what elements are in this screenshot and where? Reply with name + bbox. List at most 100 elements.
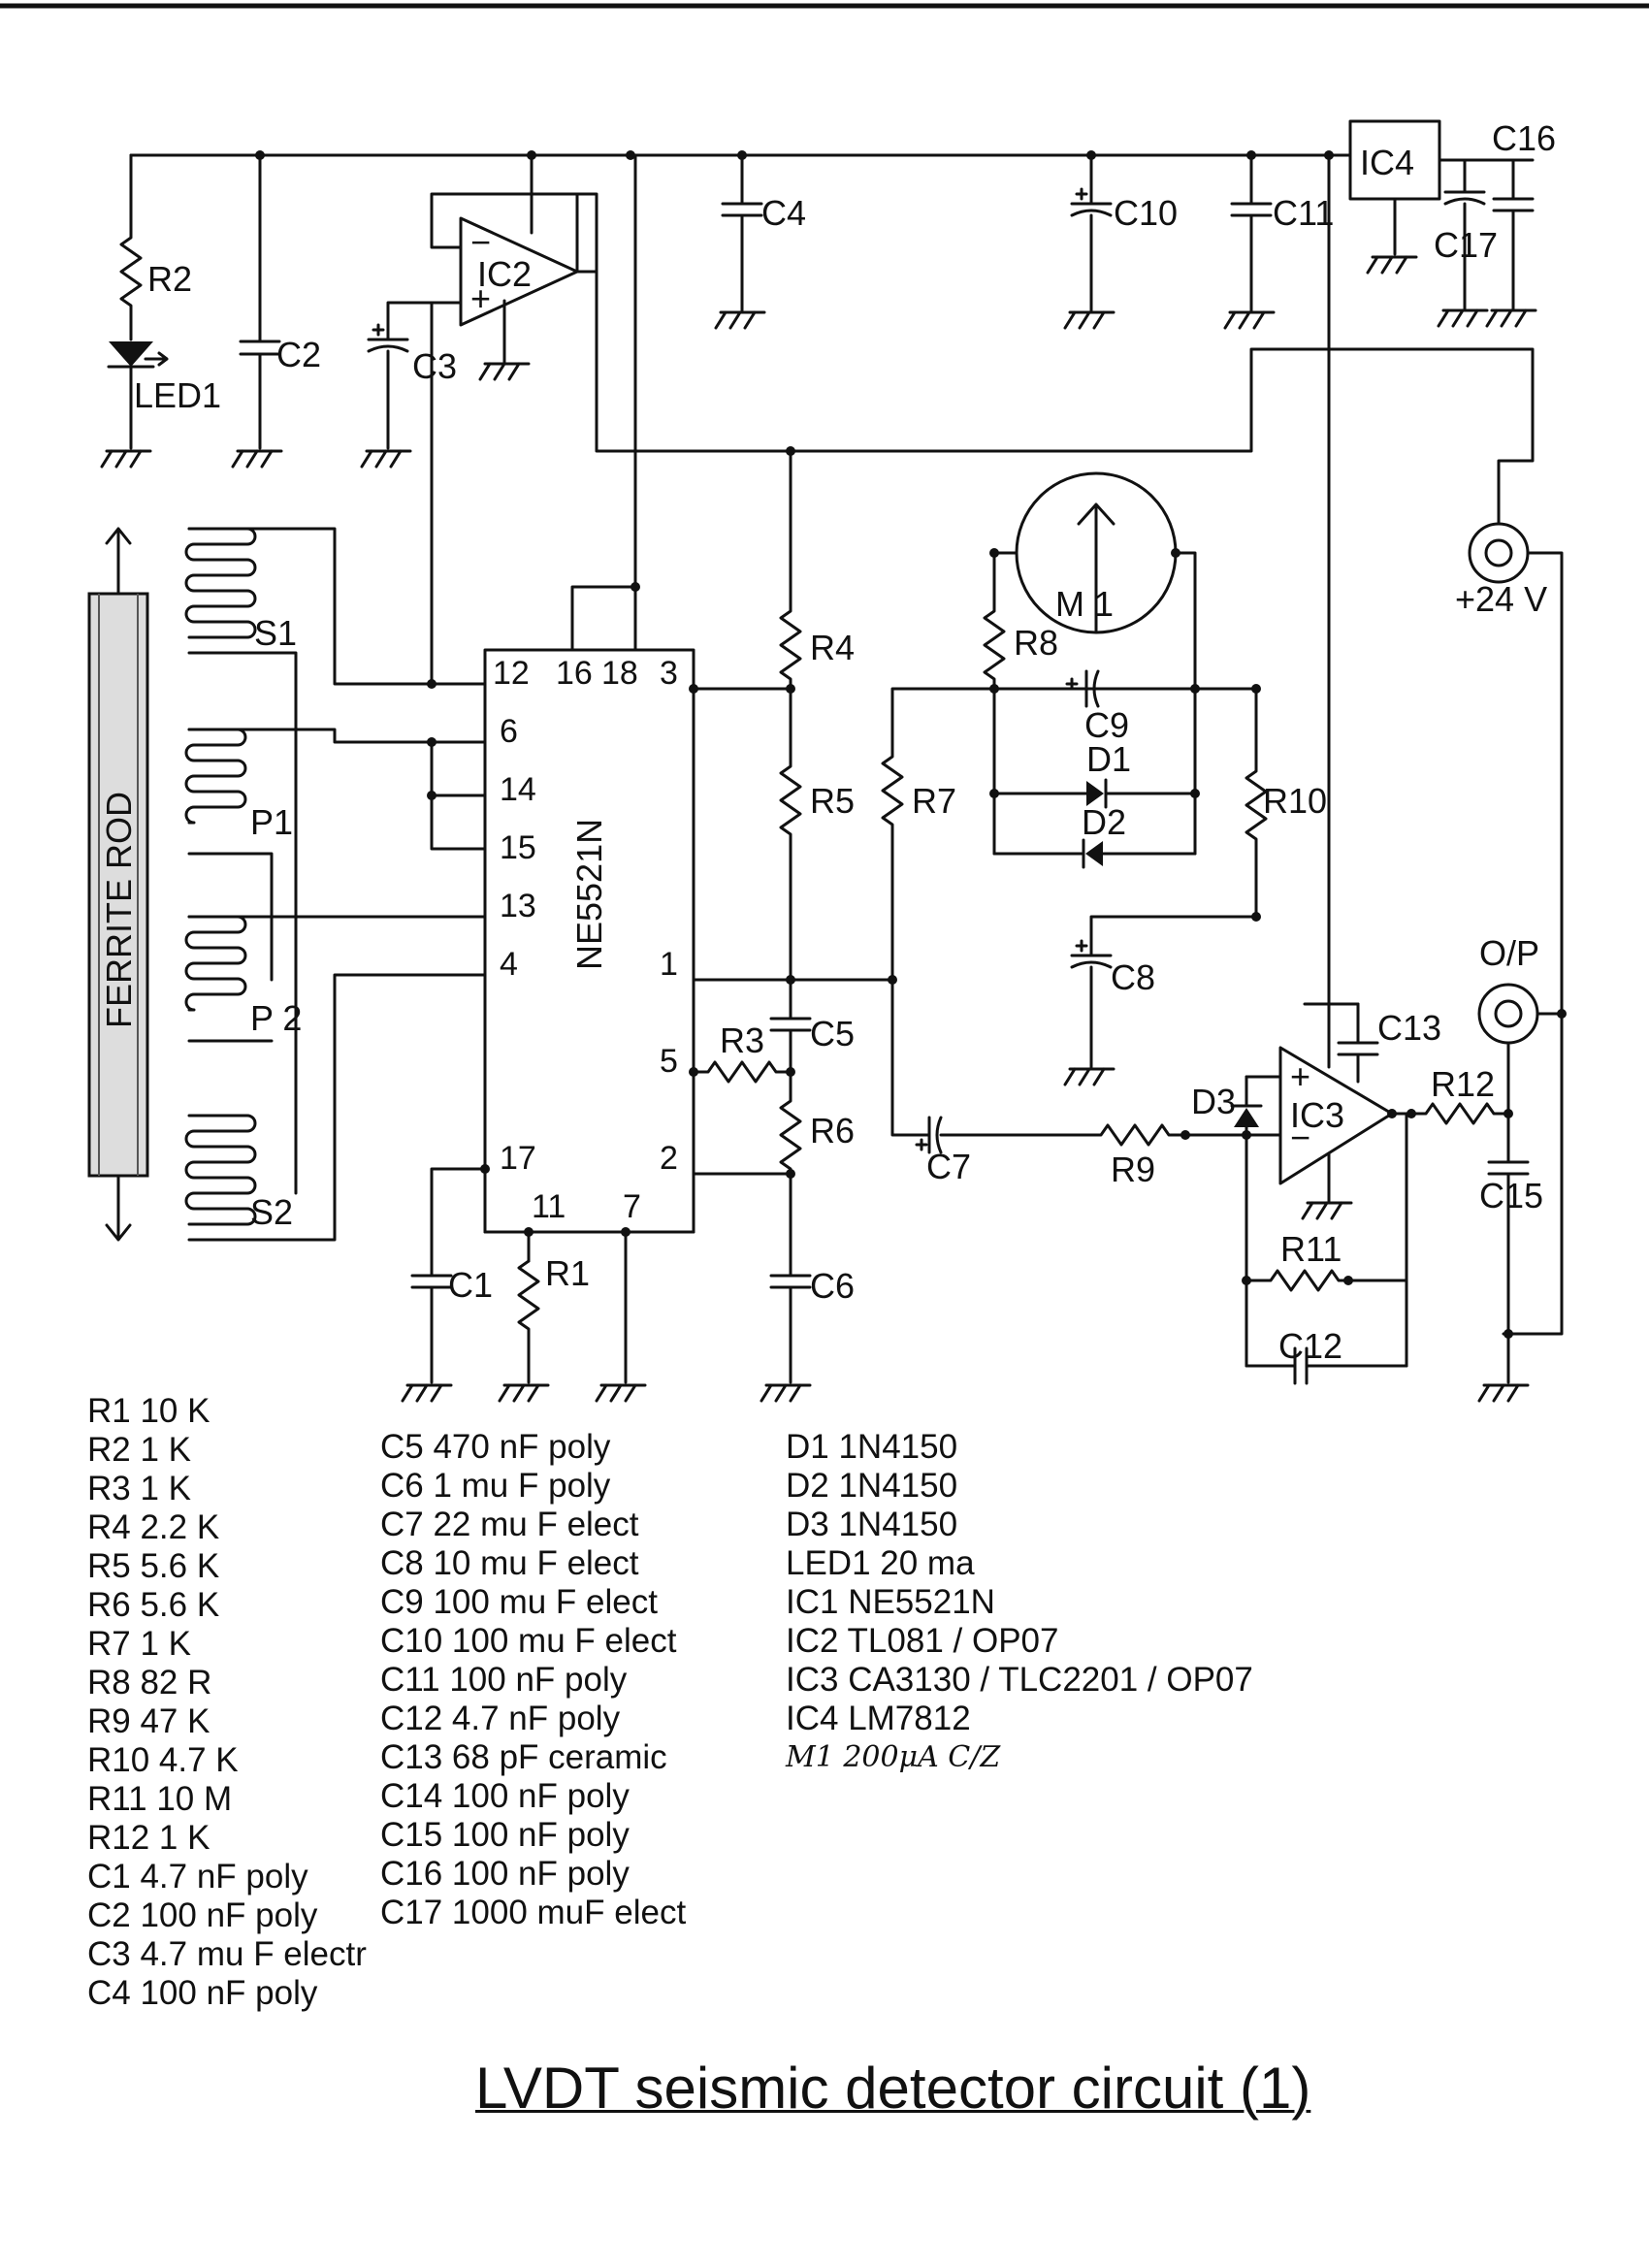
coil-p1: P1 — [184, 728, 487, 982]
bom-item: C9 100 mu F elect — [380, 1583, 658, 1621]
bom-item: C11 100 nF poly — [380, 1661, 628, 1699]
c5-label: C5 — [810, 1014, 855, 1053]
bom-item: C8 10 mu F elect — [380, 1544, 639, 1582]
svg-text:−: − — [1290, 1118, 1310, 1157]
bom-capacitors-list: C5 470 nF poly C6 1 mu F poly C7 22 mu F… — [380, 1428, 686, 1932]
r5-label: R5 — [810, 781, 855, 821]
r4-label: R4 — [810, 628, 855, 667]
bom-item: C4 100 nF poly — [87, 1974, 318, 2012]
c12-label: C12 — [1278, 1326, 1342, 1366]
d3-diode: D3 — [1191, 1075, 1282, 1140]
bom-item: C16 100 nF poly — [380, 1855, 630, 1893]
bom-item: C15 100 nF poly — [380, 1816, 630, 1854]
led1-label: LED1 — [134, 375, 221, 415]
r3-label: R3 — [720, 1021, 764, 1060]
r11-label: R11 — [1280, 1229, 1342, 1269]
coil-s2: S2 — [184, 973, 487, 1242]
c6-label: C6 — [810, 1266, 855, 1306]
bom-item: IC2 TL081 / OP07 — [786, 1622, 1059, 1660]
bom-item: R3 1 K — [87, 1470, 191, 1507]
s1-label: S1 — [254, 613, 297, 653]
c17-label: C17 — [1434, 225, 1498, 265]
supply-label: +24 V — [1455, 579, 1547, 619]
r2-label: R2 — [147, 259, 192, 299]
m1-label: M 1 — [1055, 584, 1114, 624]
bom-item: C5 470 nF poly — [380, 1428, 611, 1466]
ne5521-label: NE5521N — [569, 819, 609, 970]
c9-label: C9 — [1084, 705, 1129, 745]
supply-rail — [129, 150, 1350, 160]
bom-item: D1 1N4150 — [786, 1428, 958, 1466]
r10-resistor: R10 — [1089, 684, 1327, 957]
c13-capacitor: C13 — [1337, 1002, 1441, 1084]
c7-label: C7 — [926, 1147, 971, 1186]
r10-label: R10 — [1263, 781, 1327, 821]
op-label: O/P — [1479, 933, 1539, 973]
bom-item: C10 100 mu F elect — [380, 1622, 677, 1660]
c3-label: C3 — [412, 346, 457, 386]
c3-capacitor: C3 — [360, 301, 457, 469]
c6-capacitor: C6 — [760, 1172, 855, 1403]
bom-item: R4 2.2 K — [87, 1508, 220, 1546]
r7-resistor: R7 — [881, 687, 1258, 982]
bom-item: R7 1 K — [87, 1625, 191, 1663]
ne5521n-ic: NE5521N 12 16 18 3 6 14 15 13 4 1 5 2 17… — [427, 153, 695, 1384]
bom-item: C3 4.7 mu F electr — [87, 1935, 367, 1973]
pin-12: 12 — [493, 655, 530, 692]
pin-17: 17 — [500, 1140, 536, 1177]
m1-meter: M 1 — [989, 471, 1197, 856]
bom-item: R11 10 M — [87, 1780, 233, 1818]
svg-text:+: + — [470, 278, 491, 318]
r11-resistor: R11 — [1254, 1112, 1413, 1368]
bom-resistors-list: R1 10 K R2 1 K R3 1 K R4 2.2 K R5 5.6 K … — [87, 1392, 367, 2013]
c7-capacitor: C7 — [890, 978, 1098, 1186]
bom-item: R10 4.7 K — [87, 1741, 239, 1779]
pin-4: 4 — [500, 946, 518, 983]
c4-label: C4 — [761, 193, 806, 233]
ic4-regulator: IC4 — [1327, 119, 1535, 1006]
bom-item: C12 4.7 nF poly — [380, 1700, 621, 1737]
c13-label: C13 — [1377, 1008, 1441, 1048]
p2-label: P 2 — [250, 998, 302, 1038]
bom-item: C2 100 nF poly — [87, 1896, 318, 1934]
c4-capacitor: C4 — [714, 153, 806, 330]
c16-label: C16 — [1492, 118, 1556, 158]
pin-18: 18 — [601, 655, 638, 692]
pin-14: 14 — [500, 771, 536, 808]
d3-label: D3 — [1191, 1082, 1236, 1121]
r6-resistor: R6 — [779, 1070, 855, 1176]
coil-s1: S1 — [184, 527, 487, 1195]
r8-label: R8 — [1014, 623, 1058, 663]
bom-item: R8 82 R — [87, 1664, 212, 1701]
bom-item: D3 1N4150 — [786, 1506, 958, 1543]
ic2-opamp: − + IC2 — [430, 153, 1535, 453]
bom-item: R2 1 K — [87, 1431, 191, 1469]
bom-item: C6 1 mu F poly — [380, 1467, 611, 1505]
r3-resistor: R3 — [689, 1021, 792, 1084]
ferrite-label: FERRITE ROD — [99, 792, 139, 1028]
pin-1: 1 — [660, 946, 678, 983]
r6-label: R6 — [810, 1111, 855, 1150]
supply-connector: +24 V — [1455, 415, 1564, 1336]
output-connector: O/P — [1477, 933, 1567, 1045]
pin-15: 15 — [500, 829, 536, 866]
d2-diode: D2 — [992, 802, 1197, 869]
bom-item: R1 10 K — [87, 1392, 210, 1430]
c8-capacitor: C8 — [1063, 939, 1155, 1086]
c8-label: C8 — [1111, 957, 1155, 997]
pin-11: 11 — [532, 1188, 566, 1225]
r8-resistor: R8 — [983, 551, 1058, 856]
bom-item: R9 47 K — [87, 1702, 210, 1740]
led1-diode: LED1 — [100, 341, 221, 469]
ferrite-rod: FERRITE ROD — [87, 527, 149, 1242]
bom-item: LED1 20 ma — [786, 1544, 975, 1582]
bom-item: C1 4.7 nF poly — [87, 1858, 308, 1895]
r12-resistor: R12 — [1390, 1041, 1513, 1125]
d2-label: D2 — [1082, 802, 1126, 842]
bom-item: R5 5.6 K — [87, 1547, 220, 1585]
bom-semiconductors-list: D1 1N4150 D2 1N4150 D3 1N4150 LED1 20 ma… — [786, 1428, 1253, 1777]
bom-item: IC3 CA3130 / TLC2201 / OP07 — [786, 1661, 1253, 1699]
page-title: LVDT seismic detector circuit (1) — [475, 2056, 1311, 2121]
p1-label: P1 — [250, 802, 293, 842]
